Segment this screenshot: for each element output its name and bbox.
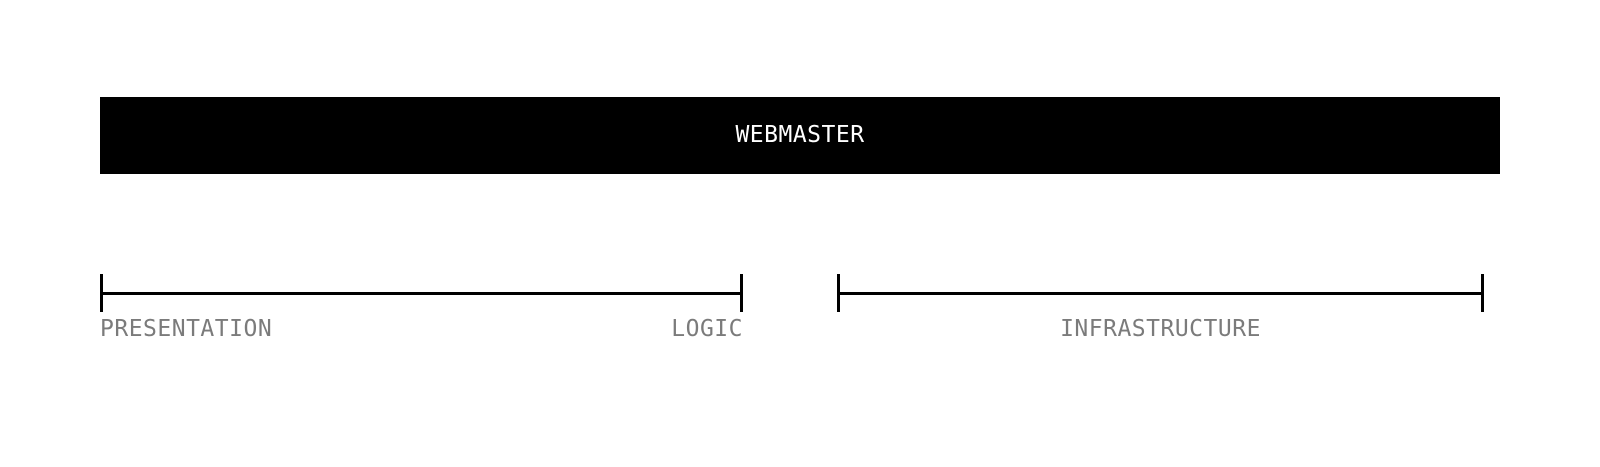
range-presentation-logic: PRESENTATION LOGIC bbox=[100, 274, 743, 342]
webmaster-bar: WEBMASTER bbox=[100, 97, 1500, 174]
range-end-tick bbox=[740, 274, 743, 312]
range-line bbox=[837, 291, 1484, 295]
infrastructure-label: INFRASTRUCTURE bbox=[1060, 316, 1261, 342]
presentation-label: PRESENTATION bbox=[100, 316, 273, 342]
logic-label: LOGIC bbox=[671, 316, 743, 342]
range-end-tick bbox=[1481, 274, 1484, 312]
range-infrastructure: INFRASTRUCTURE bbox=[837, 274, 1484, 342]
webmaster-title: WEBMASTER bbox=[735, 122, 865, 148]
range-line bbox=[100, 291, 743, 295]
